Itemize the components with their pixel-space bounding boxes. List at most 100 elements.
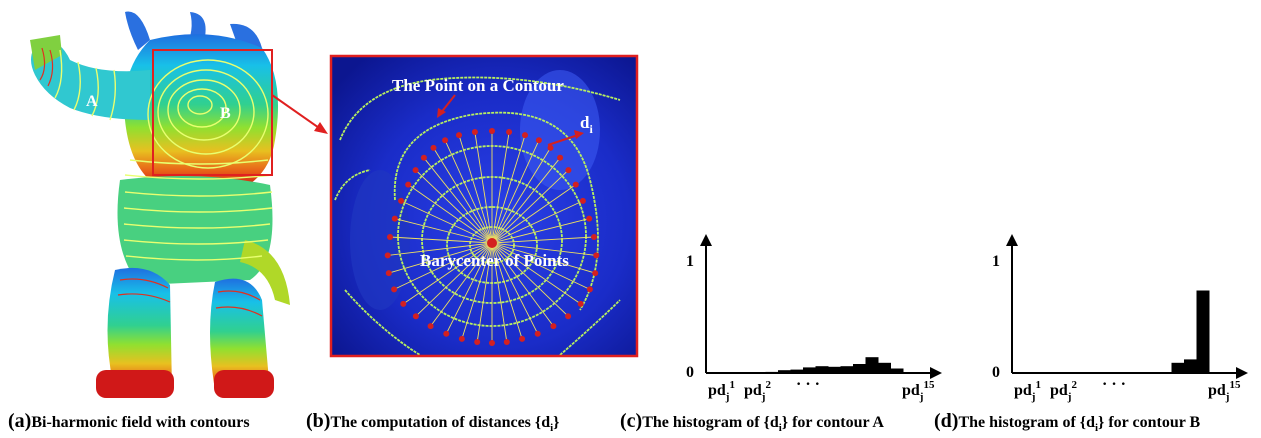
radial-line xyxy=(387,242,493,256)
histogram-bar xyxy=(853,364,866,373)
caption-a: (a)Bi-harmonic field with contours xyxy=(8,410,250,432)
radial-line xyxy=(491,242,569,317)
zoom-frame xyxy=(329,54,639,358)
contour-point xyxy=(565,313,572,320)
contour-point xyxy=(579,197,586,204)
contour-point xyxy=(398,197,405,204)
torso xyxy=(124,34,279,190)
radial-line xyxy=(491,236,595,244)
right-leg xyxy=(210,278,270,396)
radial-line xyxy=(415,169,493,244)
label-contour-a: A xyxy=(86,93,98,110)
contour-point xyxy=(443,330,450,337)
left-foot xyxy=(96,370,174,398)
radial-line xyxy=(491,131,510,244)
histogram-bar xyxy=(790,369,804,373)
contour-point xyxy=(557,154,564,161)
panel-d-histogram: 0 1 pdj1 pdj2 · · · pdj15 xyxy=(992,234,1248,403)
radial-line xyxy=(491,242,554,327)
contour-point xyxy=(519,335,526,342)
radial-line xyxy=(491,184,577,244)
contour-point xyxy=(550,323,557,330)
caption-c: (c)The histogram of {di} for contour A xyxy=(620,410,884,435)
histogram-bar xyxy=(1184,359,1197,373)
contour-point xyxy=(391,215,398,222)
contour-points xyxy=(384,128,600,346)
histogram-bar xyxy=(765,371,779,373)
x-label-second: pdj2 xyxy=(1050,379,1077,403)
histogram-bar xyxy=(1196,290,1210,373)
contour-point xyxy=(593,252,600,259)
radial-line xyxy=(403,242,493,305)
contour-point xyxy=(391,286,398,293)
radial-line xyxy=(389,236,493,244)
x-label-first: pdj1 xyxy=(1014,379,1041,403)
zoom-source-box xyxy=(152,49,273,176)
contour-point xyxy=(442,137,449,144)
radial-line xyxy=(491,242,523,340)
radial-line xyxy=(445,242,493,334)
y-tick-label: 1 xyxy=(992,253,1000,270)
x-axis-arrow xyxy=(930,367,942,379)
y-axis-arrow xyxy=(1006,234,1018,246)
left-leg xyxy=(107,267,172,396)
barycenter-point xyxy=(487,238,497,248)
contour-point xyxy=(586,215,593,222)
label-barycenter: Barycenter of Points xyxy=(420,251,569,270)
contour-point xyxy=(474,339,481,345)
contour-point xyxy=(592,270,599,277)
radial-line xyxy=(400,200,493,244)
x-label-dots: · · · xyxy=(1102,376,1126,393)
y-tick-label: 0 xyxy=(686,364,694,381)
contour-point xyxy=(405,181,412,188)
contour-point xyxy=(430,144,437,151)
contour-point xyxy=(471,129,478,135)
radial-line xyxy=(491,140,540,244)
x-axis-arrow xyxy=(1236,367,1248,379)
radial-line xyxy=(474,131,493,244)
contour-point xyxy=(385,270,392,277)
y-tick-label: 1 xyxy=(686,253,694,270)
histogram-bar xyxy=(840,366,854,373)
radial-line xyxy=(444,140,493,244)
body-contours xyxy=(54,49,273,261)
contour-point xyxy=(506,129,513,135)
histogram-bar xyxy=(865,357,879,373)
radial-line xyxy=(491,242,508,343)
label-di: di xyxy=(580,113,593,136)
radial-line xyxy=(491,134,526,244)
radial-lines xyxy=(387,131,597,343)
contour-point xyxy=(503,339,510,345)
y-tick-label: 0 xyxy=(992,364,1000,381)
contour-point xyxy=(586,286,593,293)
radial-line xyxy=(491,242,591,290)
radial-line xyxy=(394,218,493,244)
histogram-bar xyxy=(1171,362,1185,373)
radial-line xyxy=(491,218,590,244)
radial-line xyxy=(491,242,596,274)
x-label-first: pdj1 xyxy=(708,379,735,403)
radial-line xyxy=(476,242,493,343)
contour-point xyxy=(489,128,495,134)
radial-line xyxy=(433,147,493,244)
horn-left xyxy=(125,11,150,50)
histogram-bar xyxy=(815,366,829,373)
histogram-bar xyxy=(878,362,891,373)
y-axis-arrow xyxy=(700,234,712,246)
contour-point xyxy=(400,300,407,307)
radial-line xyxy=(393,242,493,290)
region-b-contours xyxy=(147,59,269,169)
contour-point xyxy=(489,340,495,346)
contour-point xyxy=(458,335,465,342)
x-label-dots: · · · xyxy=(796,376,820,393)
caption-b: (b)The computation of distances {di} xyxy=(306,410,560,435)
contour-point xyxy=(384,252,391,259)
histogram-bar xyxy=(890,368,904,373)
x-label-last: pdj15 xyxy=(1208,379,1241,403)
contour-point xyxy=(565,167,572,174)
zoom-connector-arrow xyxy=(271,94,328,134)
histogram-bar xyxy=(828,366,841,373)
lower-torso xyxy=(117,176,273,285)
left-hand xyxy=(30,35,62,70)
radial-line xyxy=(491,242,539,334)
